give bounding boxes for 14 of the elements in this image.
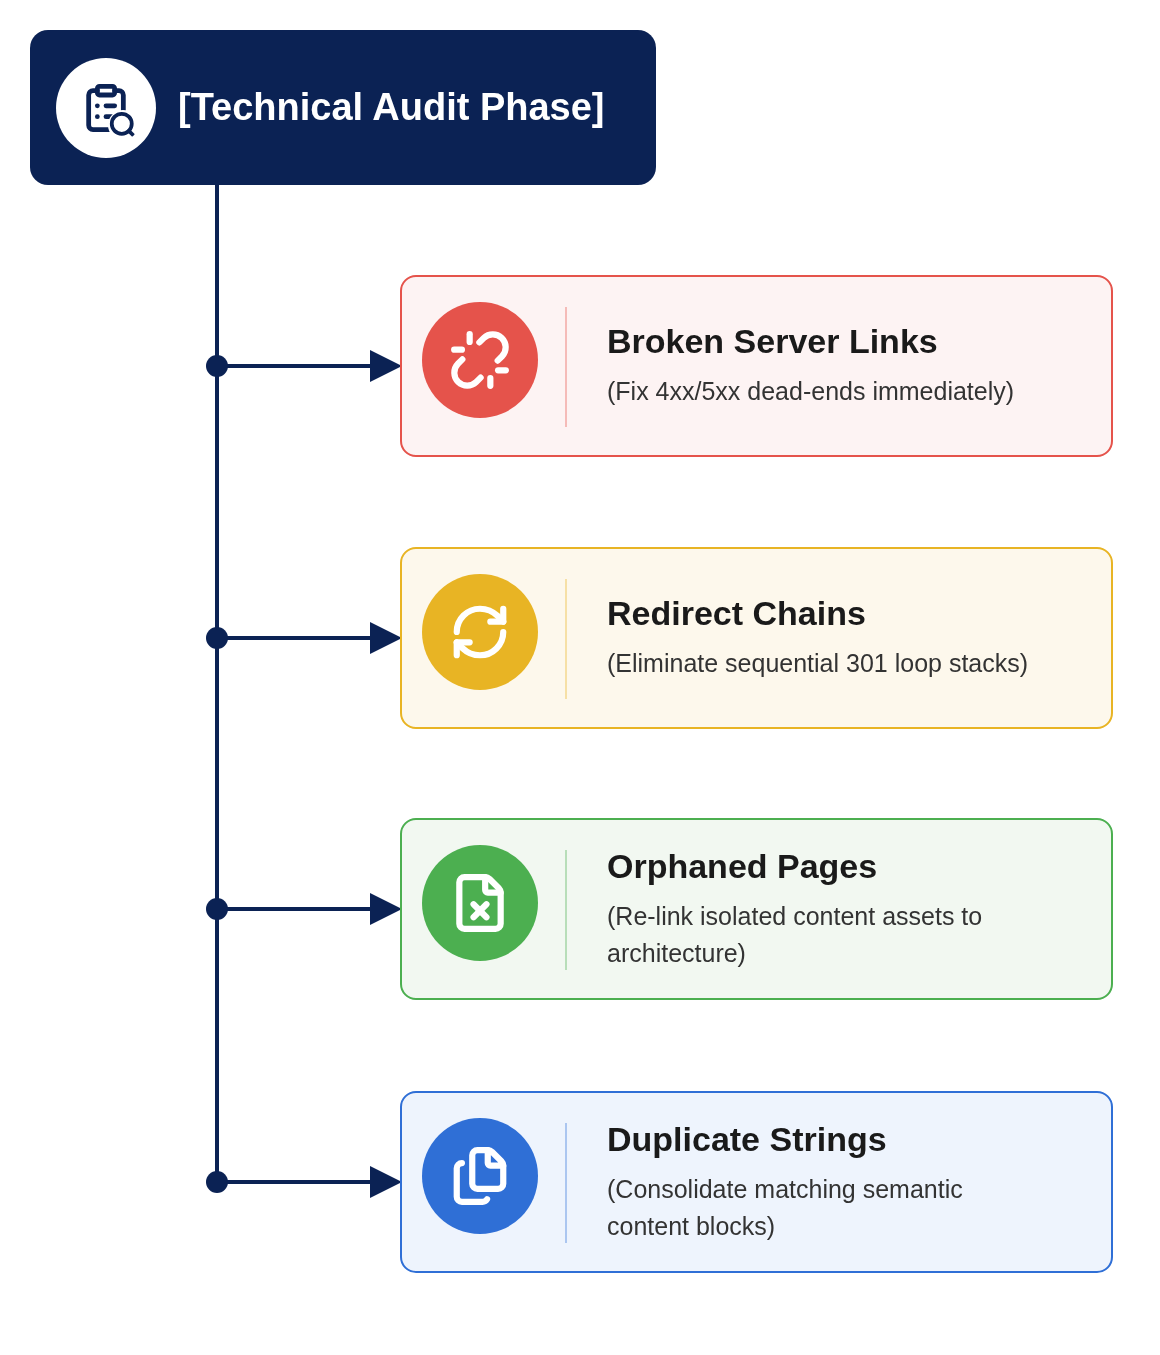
phase-header-box [30,30,656,185]
issue-card [400,1091,1113,1273]
issue-card [400,818,1113,1000]
phase-title: [Technical Audit Phase] [178,86,605,129]
issue-description: (Re-link isolated content assets to architecture) [607,901,984,969]
issue-title: Orphaned Pages [607,847,879,887]
issue-description: (Consolidate matching semantic content blocks) [607,1174,964,1242]
issue-description: (Eliminate sequential 301 loop stacks) [607,648,1029,680]
issue-description: (Fix 4xx/5xx dead-ends immediately) [607,376,1015,408]
issue-title: Duplicate Strings [607,1120,888,1160]
issue-card [400,275,1113,457]
issue-title: Broken Server Links [607,322,939,362]
issue-title: Redirect Chains [607,594,867,634]
issue-card [400,547,1113,729]
